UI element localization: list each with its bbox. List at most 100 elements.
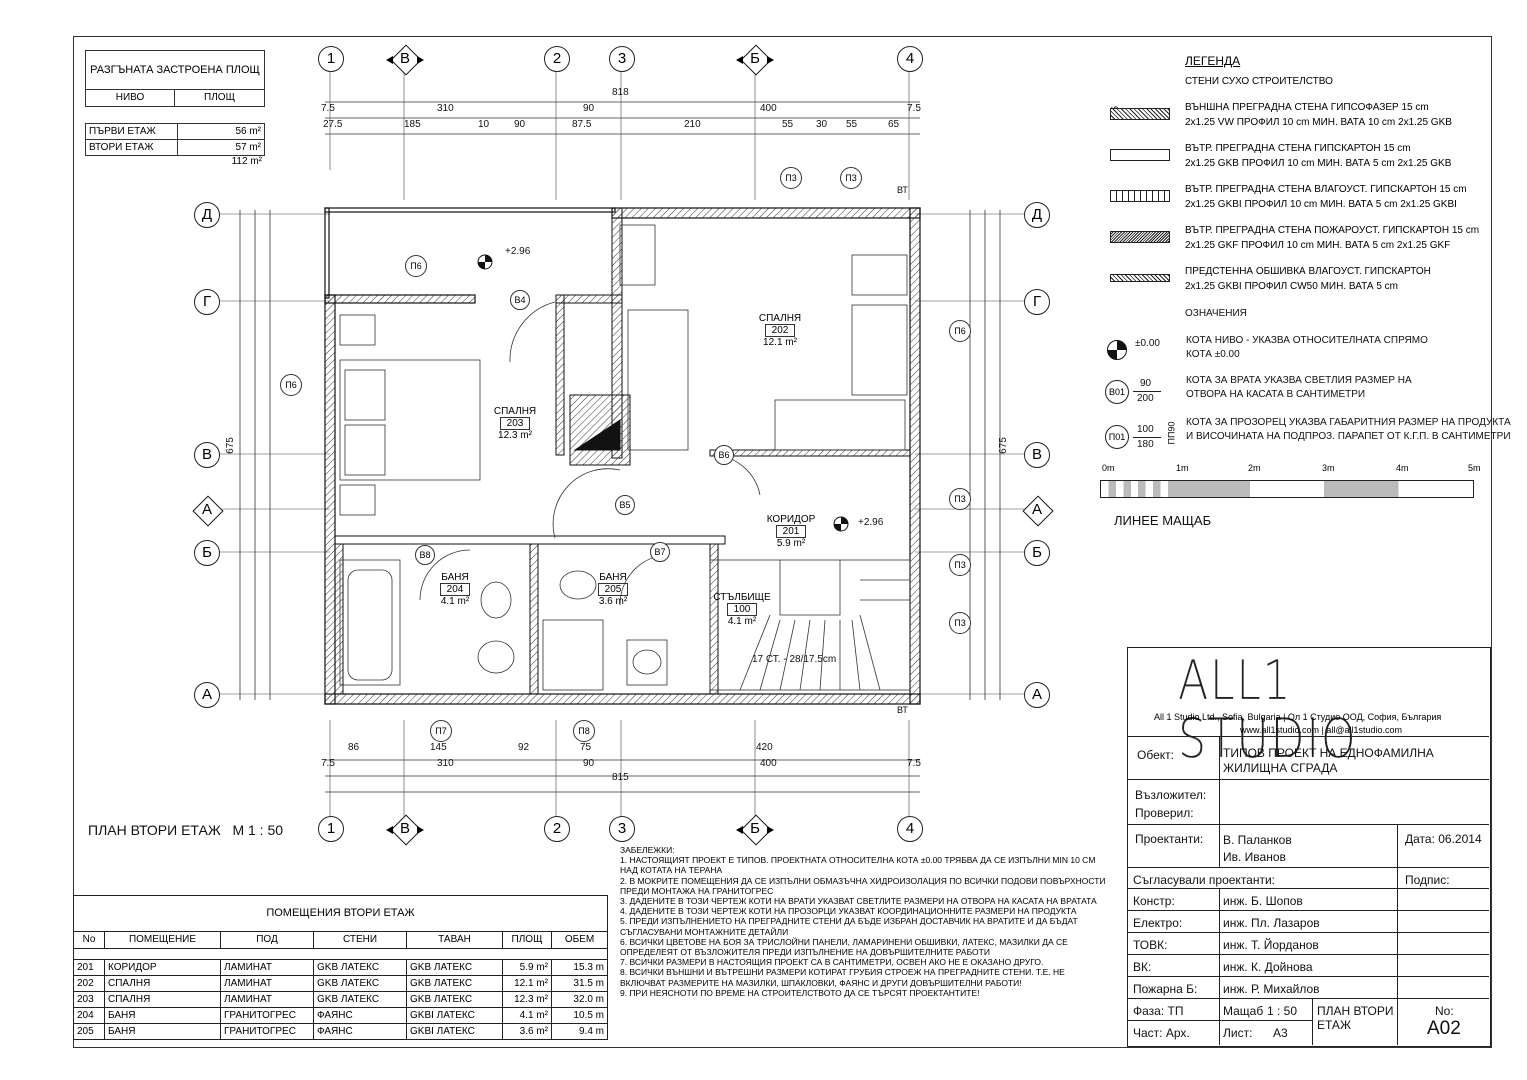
door-marker: В8 xyxy=(415,545,435,565)
room-number: 201 xyxy=(775,525,807,538)
table-cell: СПАЛНЯ xyxy=(105,992,221,1007)
wall-desc: 2x1.25 GKB ПРОФИЛ 10 cm МИН. ВАТА 5 cm 2… xyxy=(1185,158,1452,169)
contacts: www.all1studio.com | all@all1studio.com xyxy=(1240,725,1403,735)
scale-label: Мащаб xyxy=(1223,1004,1264,1018)
window-marker: П7 xyxy=(430,720,452,742)
wall-desc: 2x1.25 GKBI ПРОФИЛ 10 cm МИН. ВАТА 5 cm … xyxy=(1185,199,1457,210)
window-tag: П6 xyxy=(410,261,422,271)
note-line: 1. НАСТОЯЩИЯТ ПРОЕКТ Е ТИПОВ. ПРОЕКТНАТА… xyxy=(620,855,1096,866)
scale-bar: 0m 1m 2m 3m 4m 5m xyxy=(1100,463,1485,503)
axis-bubble: В xyxy=(194,442,220,468)
table-cell: 3.6 m² xyxy=(503,1024,552,1039)
window-marker: П3 xyxy=(949,554,971,576)
room-label-204: БАНЯ 204 4.1 m² xyxy=(430,572,480,607)
scale-label: 2m xyxy=(1248,463,1261,473)
note-line: ПРЕДИ МОНТАЖА НА ГРАНИТОГРЕС xyxy=(620,885,774,896)
scale-value: 1 : 50 xyxy=(1267,1004,1298,1018)
room-area: 4.1 m² xyxy=(727,616,757,627)
area-row-value: 56 m² xyxy=(235,126,261,137)
legend-fraction-line xyxy=(1133,391,1161,392)
room-label-203: СПАЛНЯ 203 12.3 m² xyxy=(490,406,540,441)
room-name: БАНЯ xyxy=(599,572,627,583)
area-row-level: ПЪРВИ ЕТАЖ xyxy=(86,124,178,139)
room-name: СПАЛНЯ xyxy=(493,406,537,417)
dimension: 90 xyxy=(583,103,595,114)
phase: Фаза: ТП xyxy=(1133,1004,1184,1018)
client-label: Възложител: xyxy=(1135,788,1207,802)
axis-bubble: А xyxy=(194,682,220,708)
dimension: 185 xyxy=(404,119,421,130)
wall-pattern-fire xyxy=(1110,231,1170,243)
axis-bubble: Д xyxy=(1024,202,1050,228)
note-line: 3. ДАДЕНИТЕ В ТОЗИ ЧЕРТЕЖ КОТИ НА ВРАТИ … xyxy=(620,896,1097,907)
sheet-value: А3 xyxy=(1273,1026,1288,1040)
table-cell: GKB ЛАТЕКС xyxy=(407,960,503,975)
area-table-title: РАЗГЪНАТА ЗАСТРОЕНА ПЛОЩ xyxy=(85,50,265,90)
scale-label: 0m xyxy=(1102,463,1115,473)
table-cell: 202 xyxy=(74,976,105,991)
top-dimension-lines xyxy=(239,101,1001,793)
legend-door-tag: В01 xyxy=(1105,380,1129,404)
dimension: 7.5 xyxy=(321,103,335,114)
room-number: 202 xyxy=(764,324,796,337)
note-line: 9. ПРИ НЕЯСНОТИ ПО ВРЕМЕ НА СТРОИТЕЛСТВО… xyxy=(620,987,980,998)
legend-level-mark xyxy=(1107,340,1127,360)
drawing-frame xyxy=(73,36,1492,1048)
axis-bubble: 1 xyxy=(318,46,344,72)
axis-bubble: В xyxy=(1024,442,1050,468)
area-total: 112 m² xyxy=(231,156,262,167)
wall-desc: 2x1.25 GKF ПРОФИЛ 10 cm МИН. ВАТА 5 cm 2… xyxy=(1185,240,1451,251)
window-marker: П3 xyxy=(780,167,802,189)
scale-label: 5m xyxy=(1468,463,1481,473)
dimension: 27.5 xyxy=(323,119,343,130)
door-marker: В5 xyxy=(615,495,635,515)
room-name: КОРИДОР xyxy=(766,514,816,525)
table-cell: ФАЯНС xyxy=(314,1008,407,1023)
area-row-value: 57 m² xyxy=(235,142,261,153)
part-label: Пожарна Б: xyxy=(1133,982,1198,996)
plan-scale: М 1 : 50 xyxy=(232,822,284,838)
window-marker: П6 xyxy=(949,320,971,342)
room-area: 4.1 m² xyxy=(440,596,470,607)
window-marker: П3 xyxy=(949,488,971,510)
axis-bubble: Д xyxy=(194,202,220,228)
door-tag: В8 xyxy=(419,550,431,560)
room-number: 100 xyxy=(726,603,758,616)
table-cell: КОРИДОР xyxy=(105,960,221,975)
notes: ЗАБЕЛЕЖКИ: 1. НАСТОЯЩИЯТ ПРОЕКТ Е ТИПОВ.… xyxy=(620,845,1120,998)
dimension: 55 xyxy=(782,119,794,130)
legend-door-w: 90 xyxy=(1140,378,1152,389)
dimension-total: 818 xyxy=(612,87,629,98)
legend-level-text: КОТА НИВО - УКАЗВА ОТНОСИТЕЛНАТА СПРЯМО xyxy=(1186,335,1428,346)
window-tag: П3 xyxy=(954,560,966,570)
area-row: ВТОРИ ЕТАЖ 57 m² xyxy=(85,140,265,156)
scale-bar-track xyxy=(1100,480,1474,498)
room-area: 3.6 m² xyxy=(598,596,628,607)
legend-fraction-line xyxy=(1133,437,1161,438)
dimension: 7.5 xyxy=(907,758,921,769)
table-cell: GKB ЛАТЕКС xyxy=(314,976,407,991)
window-tag: П3 xyxy=(954,494,966,504)
scale-label: 1m xyxy=(1176,463,1189,473)
window-tag: П3 xyxy=(785,173,797,183)
part-label: ТОВК: xyxy=(1133,938,1168,952)
table-cell: 205 xyxy=(74,1024,105,1039)
area-table-col-level: НИВО xyxy=(86,90,175,106)
table-cell: ЛАМИНАТ xyxy=(221,992,314,1007)
designer-name: В. Паланков xyxy=(1223,833,1292,847)
axis-label: А xyxy=(201,501,212,518)
axis-label: В xyxy=(399,50,410,67)
sheet-title: ПЛАН ВТОРИ xyxy=(1317,1004,1394,1018)
dimension: 145 xyxy=(430,742,447,753)
checked-label: Проверил: xyxy=(1135,806,1194,820)
room-number: 205 xyxy=(597,583,629,596)
window-marker: П6 xyxy=(280,374,302,396)
axis-label: Б xyxy=(750,50,760,67)
table-cell: GKB ЛАТЕКС xyxy=(407,992,503,1007)
logo-text: ALL1 STUDIO xyxy=(1178,649,1358,770)
axis-bubble-diamond: В xyxy=(386,44,424,76)
